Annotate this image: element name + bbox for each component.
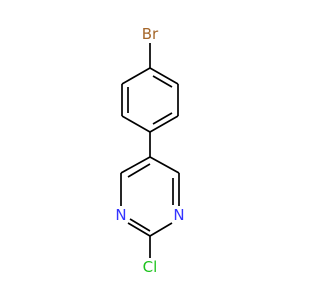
- bond-pyrimidine-inner-3: [129, 218, 151, 232]
- atom-label-n-right: N: [173, 206, 184, 224]
- bond-benzene-inner-2: [152, 112, 173, 125]
- bond-benzene-3: [149, 115, 179, 133]
- bond-pyrimidine-4: [127, 222, 151, 237]
- atom-label-group: Br N N Cl: [115, 25, 184, 276]
- structure-diagram: Br N N Cl: [115, 25, 184, 276]
- bond-benzene-6: [121, 67, 151, 85]
- atom-label-n-left: N: [115, 206, 126, 224]
- bond-pyrimidine-6: [120, 156, 151, 174]
- bond-pyrimidine-1: [149, 156, 180, 174]
- atom-label-br: Br: [142, 25, 159, 43]
- bond-group: [120, 43, 180, 258]
- bond-pyrimidine-inner-1: [127, 163, 151, 178]
- atom-label-cl: Cl: [143, 258, 158, 276]
- bond-benzene-inner-1: [152, 75, 173, 88]
- bond-benzene-1: [149, 67, 179, 85]
- bond-benzene-4: [121, 115, 151, 133]
- bond-pyrimidine-3: [149, 222, 173, 237]
